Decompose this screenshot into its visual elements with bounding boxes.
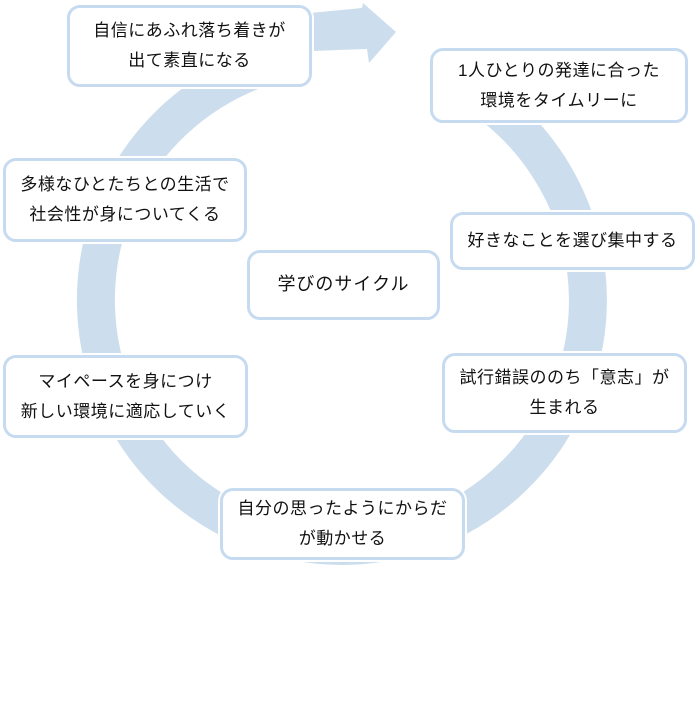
node-bottom: 自分の思ったようにからだ が動かせる [220,488,465,560]
node-bottom-line2: が動かせる [298,529,387,548]
node-top-line1: 自信にあふれ落ち着きが [93,21,286,41]
node-right-middle-line1: 好きなことを選び集中する [467,231,678,251]
node-left-bottom: マイペースを身につけ 新しい環境に適応していく [3,355,248,438]
node-left-top-line2: 社会性が身についてくる [29,205,221,224]
node-right-top: 1人ひとりの発達に合った 環境をタイムリーに [430,48,688,123]
cycle-arrow-icon [310,3,396,63]
node-left-top: 多様なひとたちとの生活で 社会性が身についてくる [3,158,247,242]
node-top: 自信にあふれ落ち着きが 出て素直になる [67,5,312,87]
node-right-top-line1: 1人ひとりの発達に合った [458,60,660,80]
node-right-middle: 好きなことを選び集中する [450,212,695,270]
node-left-bottom-line1: マイペースを身につけ [38,371,213,391]
node-right-bottom-line1: 試行錯誤ののち「意志」が [459,368,670,388]
node-right-top-line2: 環境をタイムリーに [480,90,638,110]
node-right-bottom: 試行錯誤ののち「意志」が 生まれる [442,353,687,433]
node-left-top-line1: 多様なひとたちとの生活で [20,175,230,195]
center-title-box: 学びのサイクル [247,250,440,320]
node-right-bottom-line2: 生まれる [529,398,600,417]
node-top-line2: 出て素直になる [128,51,251,70]
node-bottom-line1: 自分の思ったようにからだ [237,499,448,519]
node-left-bottom-line2: 新しい環境に適応していく [20,401,231,421]
diagram-title: 学びのサイクル [277,274,410,295]
